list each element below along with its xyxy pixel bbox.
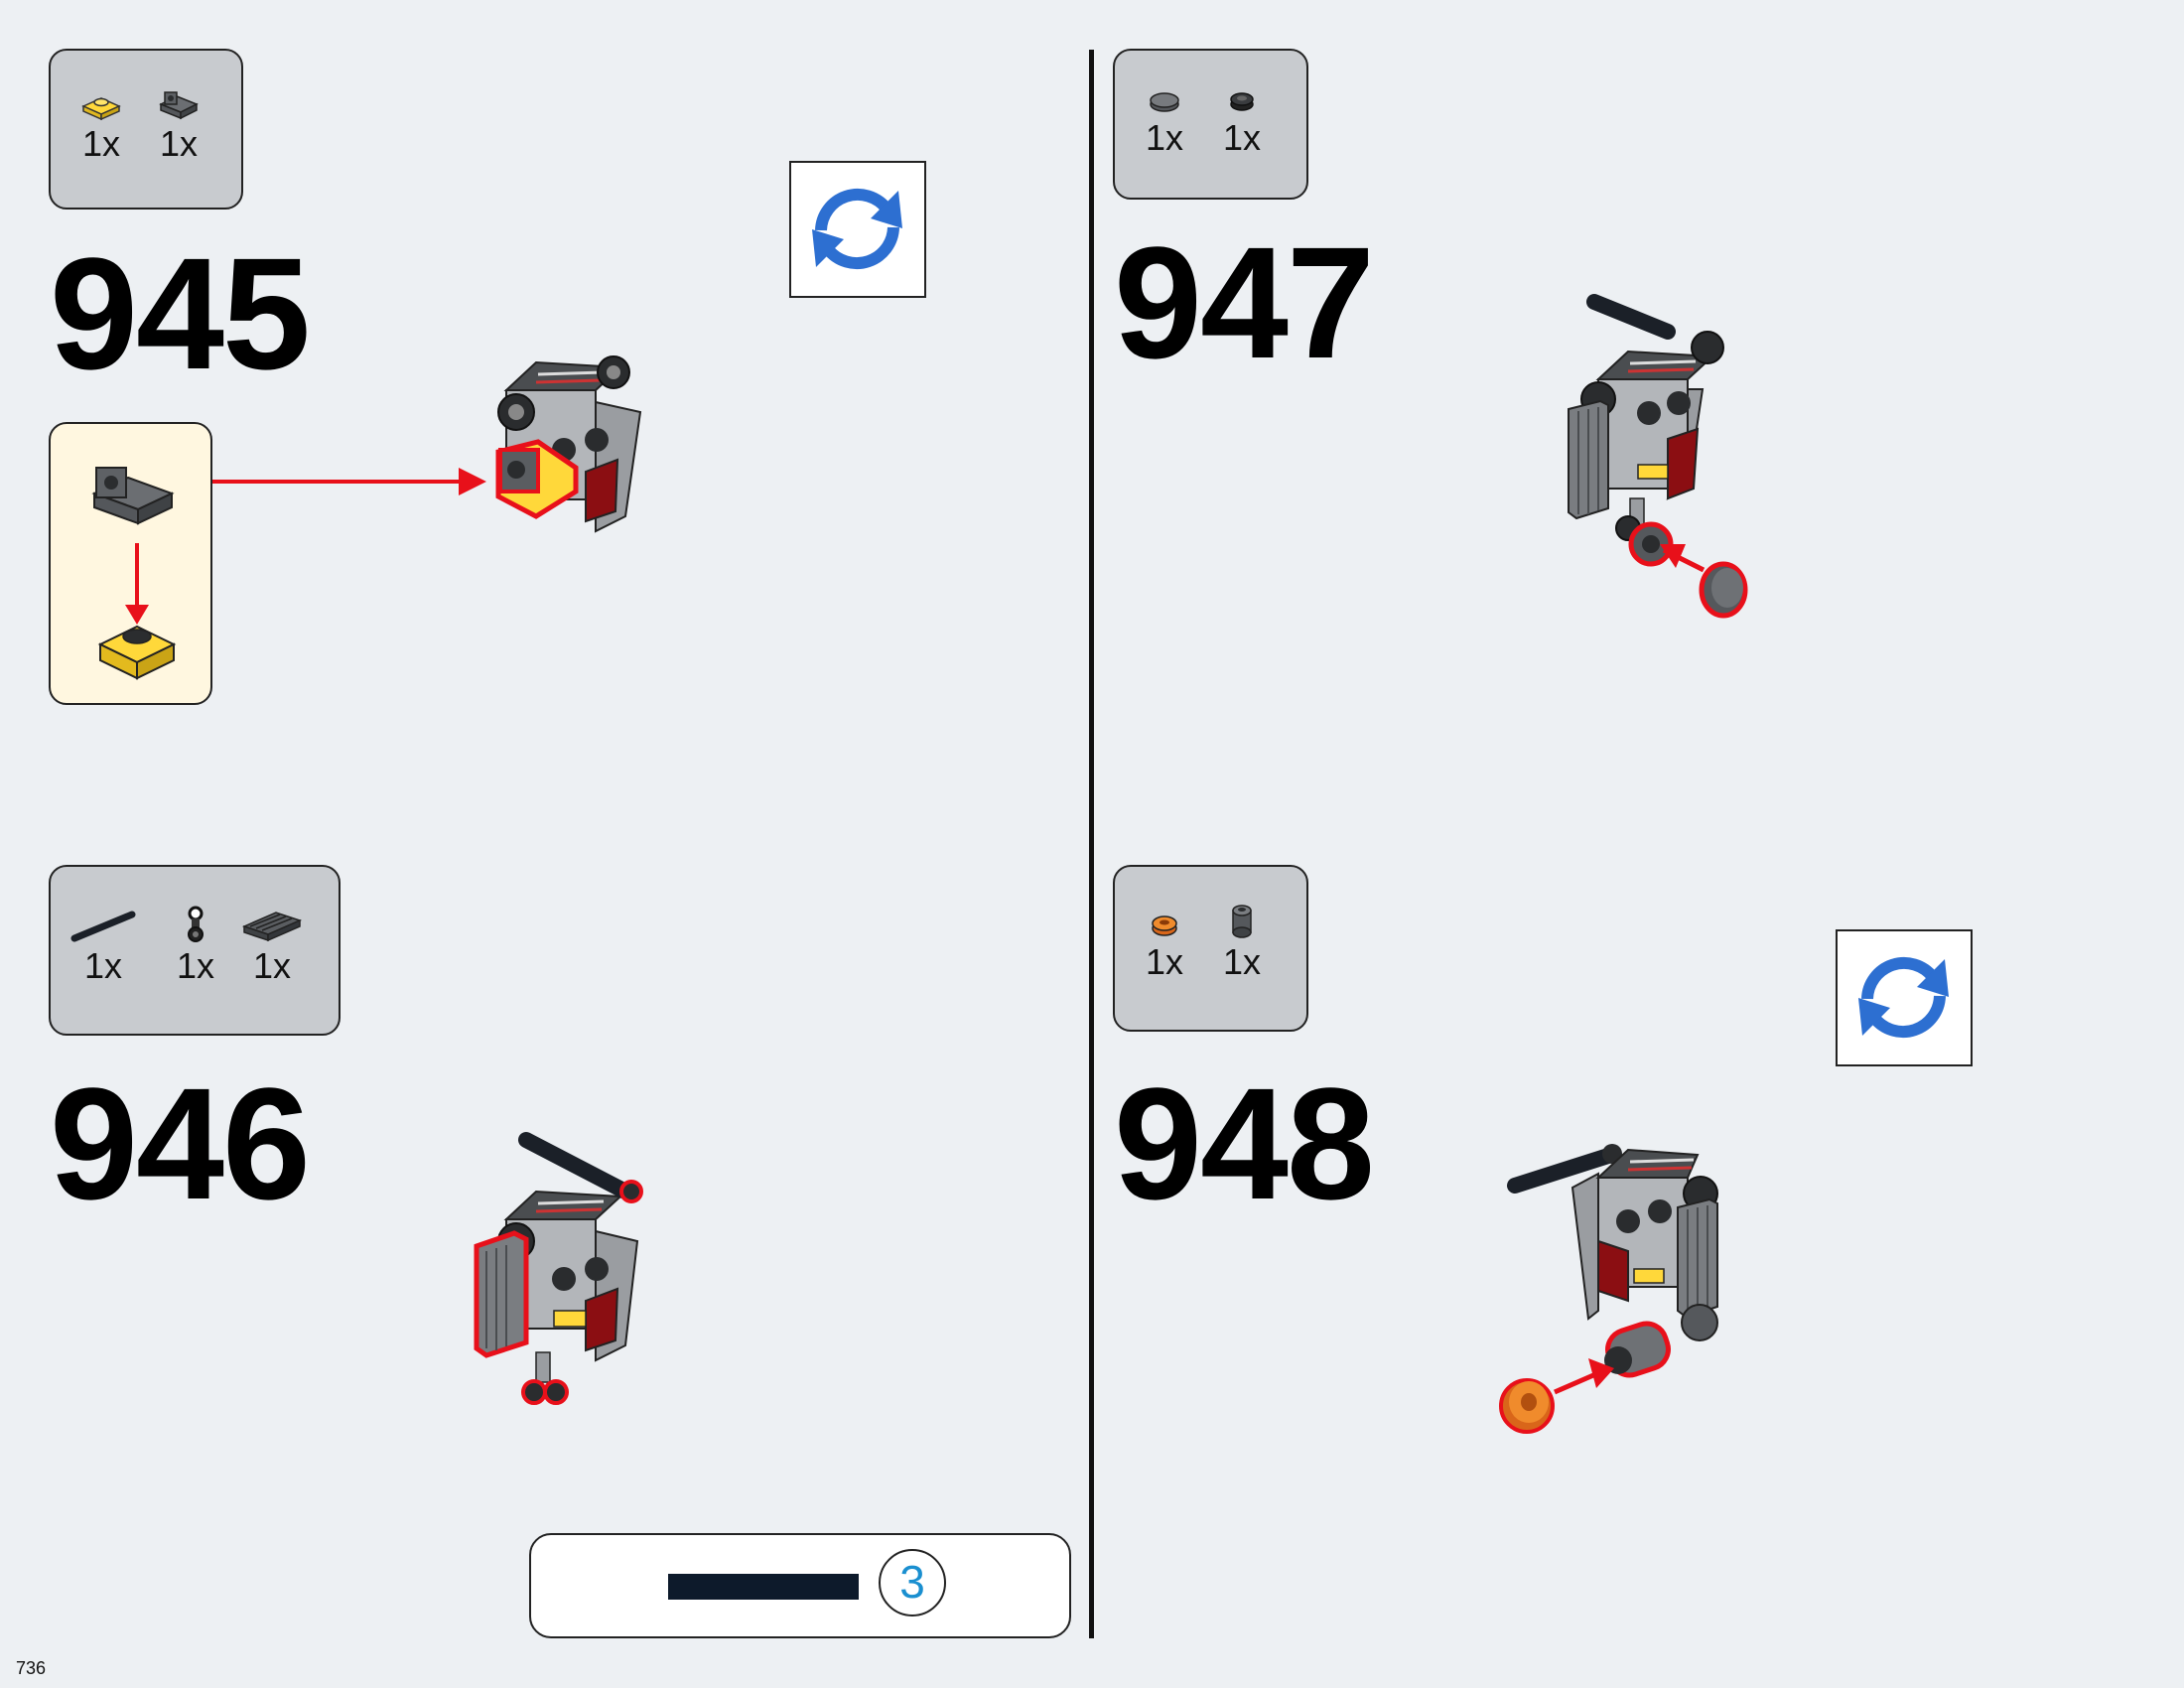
part-qty: 1x bbox=[81, 123, 121, 164]
part-qty: 1x bbox=[1145, 117, 1184, 158]
part-item: 1x bbox=[1130, 903, 1199, 982]
submodel-counter-number: 3 bbox=[879, 1549, 946, 1617]
dark-gray-bracket-icon bbox=[159, 91, 199, 120]
yellow-plate-1x1-icon bbox=[97, 625, 177, 680]
model-step-945-illustration bbox=[495, 355, 642, 533]
step-number-948: 948 bbox=[1114, 1055, 1375, 1232]
part-item: 1x bbox=[1207, 903, 1277, 982]
part-item: 1x bbox=[1207, 86, 1277, 158]
part-item: 1x bbox=[237, 905, 307, 986]
orange-round-plate-icon bbox=[1152, 915, 1177, 936]
model-step-948-illustration bbox=[1499, 1144, 1718, 1434]
part-item: 1x bbox=[161, 905, 230, 986]
subassembly-callout-illustration bbox=[91, 467, 177, 680]
submodel-counter-bar bbox=[668, 1574, 859, 1600]
part-qty: 1x bbox=[1222, 117, 1262, 158]
step-number-946: 946 bbox=[50, 1055, 311, 1232]
dark-gray-grille-tile-icon bbox=[241, 912, 303, 942]
submodel-counter-box: 3 bbox=[529, 1533, 1071, 1638]
part-qty: 1x bbox=[83, 945, 123, 986]
rotate-model-box bbox=[789, 161, 926, 298]
yellow-plate-1x1-icon bbox=[81, 97, 121, 121]
page-divider bbox=[1089, 50, 1094, 1638]
parts-box-step-946: 1x 1x 1x bbox=[49, 865, 341, 1036]
page-number: 736 bbox=[16, 1658, 47, 1678]
model-step-946-illustration bbox=[474, 1132, 643, 1405]
part-qty: 1x bbox=[252, 945, 292, 986]
rotate-icon bbox=[1858, 957, 1949, 1038]
black-axle-icon bbox=[70, 911, 136, 942]
rotate-model-box bbox=[1836, 929, 1973, 1066]
black-pin-connector-icon bbox=[188, 906, 204, 942]
part-item: 1x bbox=[67, 86, 136, 164]
part-qty: 1x bbox=[1222, 941, 1262, 982]
part-item: 1x bbox=[68, 905, 138, 986]
part-item: 1x bbox=[144, 86, 213, 164]
dark-gray-round-brick-icon bbox=[1232, 905, 1252, 938]
parts-box-step-948: 1x 1x bbox=[1113, 865, 1308, 1032]
step-number-945: 945 bbox=[50, 224, 311, 402]
dark-gray-round-tile-icon bbox=[1150, 92, 1179, 112]
black-round-plate-icon bbox=[1230, 92, 1254, 111]
part-item: 1x bbox=[1130, 86, 1199, 158]
model-step-947-illustration bbox=[1568, 294, 1748, 619]
part-qty: 1x bbox=[1145, 941, 1184, 982]
callout-arrow bbox=[212, 468, 486, 495]
dark-gray-bracket-icon bbox=[91, 467, 175, 525]
part-qty: 1x bbox=[159, 123, 199, 164]
parts-box-step-945: 1x 1x bbox=[49, 49, 243, 210]
part-qty: 1x bbox=[176, 945, 215, 986]
step-number-947: 947 bbox=[1114, 213, 1375, 391]
parts-box-step-947: 1x 1x bbox=[1113, 49, 1308, 200]
callout-box-step-945 bbox=[49, 422, 212, 705]
rotate-icon bbox=[812, 189, 902, 269]
